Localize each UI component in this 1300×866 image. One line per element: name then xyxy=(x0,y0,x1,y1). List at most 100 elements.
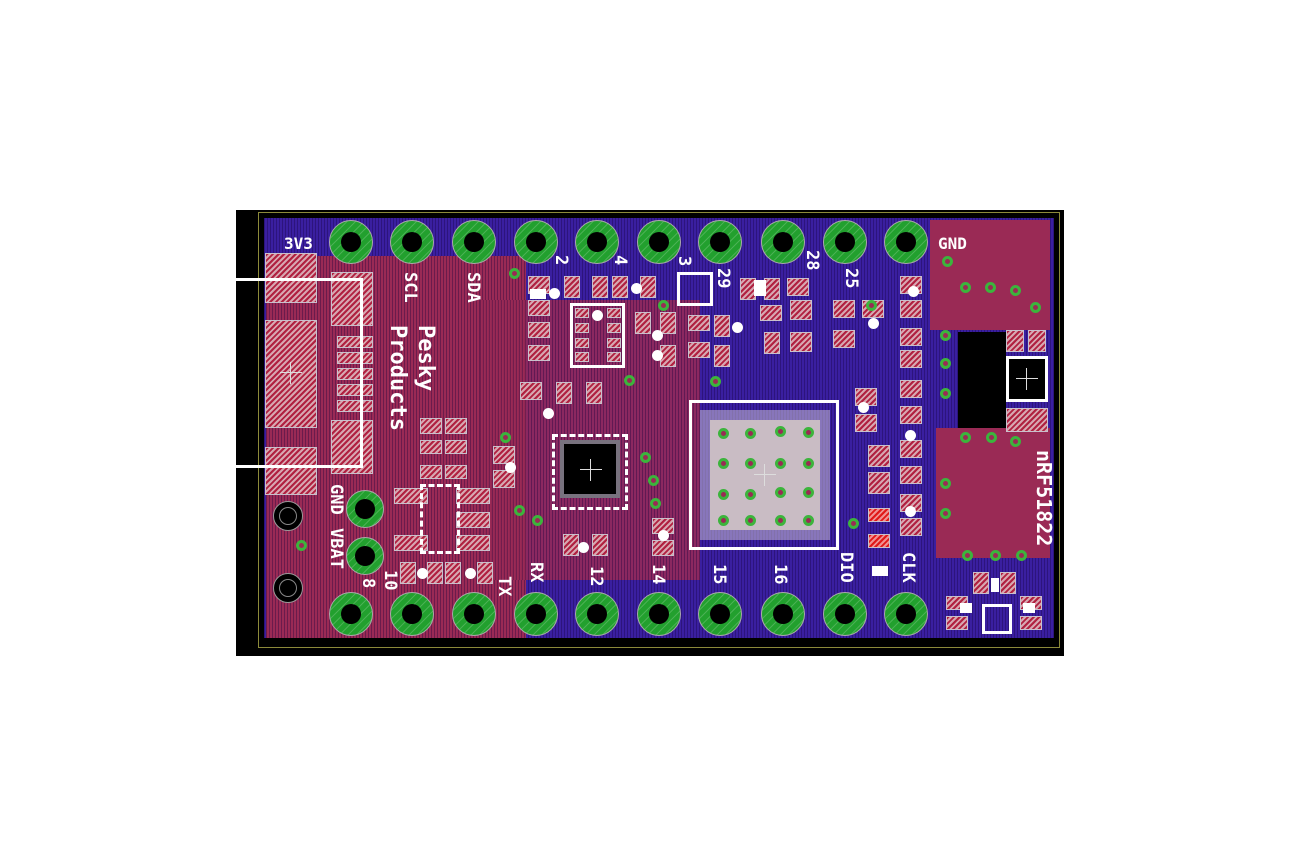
passive-pad xyxy=(855,414,877,432)
thermal-via xyxy=(803,515,814,526)
small-ic-pin xyxy=(607,323,621,333)
passive-pad xyxy=(790,332,812,352)
thermal-via xyxy=(775,426,786,437)
passive-pad xyxy=(493,446,515,464)
passive-pad xyxy=(528,322,550,338)
header-pin-14[interactable] xyxy=(637,592,681,636)
header-pin-29[interactable] xyxy=(761,220,805,264)
passive-pad xyxy=(688,342,710,358)
via xyxy=(532,515,543,526)
passive-pad xyxy=(400,562,416,584)
small-ic-pin xyxy=(607,352,621,362)
crystal-outline xyxy=(677,272,713,306)
pin1-marker xyxy=(543,408,554,419)
usb-connector-outline xyxy=(230,278,363,468)
passive-pad xyxy=(563,534,579,556)
label-12: 12 xyxy=(586,566,606,587)
via xyxy=(990,550,1001,561)
regulator-pad xyxy=(456,512,490,528)
polarity-mark xyxy=(754,280,766,296)
crystal-32k-outline xyxy=(982,604,1012,634)
label-tx: TX xyxy=(494,576,514,597)
via xyxy=(942,256,953,267)
header-pin-clk[interactable] xyxy=(884,592,928,636)
passive-pad xyxy=(787,278,809,296)
via xyxy=(624,375,635,386)
nrf51822-center-mark xyxy=(754,464,794,504)
thermal-via xyxy=(745,515,756,526)
header-pin-rx[interactable] xyxy=(514,592,558,636)
passive-pad xyxy=(900,380,922,398)
label-8: 8 xyxy=(358,578,378,589)
thermal-via xyxy=(745,428,756,439)
header-pin-8[interactable] xyxy=(329,592,373,636)
passive-pad xyxy=(564,276,580,298)
header-pin-scl[interactable] xyxy=(390,220,434,264)
polarity-mark xyxy=(960,603,972,613)
nrf51822-pad-ring xyxy=(700,410,830,540)
passive-pad xyxy=(764,278,780,300)
header-pin-3[interactable] xyxy=(698,220,742,264)
label-2: 2 xyxy=(551,255,571,266)
header-pin-10[interactable] xyxy=(390,592,434,636)
pin1-marker xyxy=(858,402,869,413)
mounting-hole-1 xyxy=(273,501,303,531)
passive-pad xyxy=(556,382,572,404)
via xyxy=(940,388,951,399)
header-pin-28[interactable] xyxy=(823,220,867,264)
via xyxy=(986,432,997,443)
ground-plane-lower-right xyxy=(936,428,1050,558)
via xyxy=(940,478,951,489)
crystal-32k-pad xyxy=(1000,572,1016,594)
label-3v3: 3V3 xyxy=(284,234,313,253)
via xyxy=(650,498,661,509)
regulator-pad xyxy=(394,535,428,551)
led-pad xyxy=(868,534,890,548)
battery-pin-vbat[interactable] xyxy=(346,537,384,575)
header-pin-16[interactable] xyxy=(761,592,805,636)
header-pin-sda[interactable] xyxy=(452,220,496,264)
polarity-mark xyxy=(1023,603,1035,613)
header-pin-2[interactable] xyxy=(575,220,619,264)
header-pin-4[interactable] xyxy=(637,220,681,264)
label-28: 28 xyxy=(802,250,822,271)
antenna-keepout xyxy=(958,332,1006,428)
header-pin-3v3[interactable] xyxy=(329,220,373,264)
passive-pad xyxy=(640,276,656,298)
via xyxy=(960,432,971,443)
header-pin-tx[interactable] xyxy=(452,592,496,636)
thermal-via xyxy=(803,458,814,469)
thermal-via xyxy=(745,458,756,469)
via xyxy=(514,505,525,516)
crystal-32k-pad xyxy=(1020,616,1042,630)
passive-pad xyxy=(833,330,855,348)
header-pin-15[interactable] xyxy=(698,592,742,636)
antenna-center-mark xyxy=(1016,368,1038,390)
via xyxy=(500,432,511,443)
small-ic-pin xyxy=(575,338,589,348)
passive-pad xyxy=(760,305,782,321)
header-pin-12[interactable] xyxy=(575,592,619,636)
passive-pad xyxy=(520,382,542,400)
label-gnd-battery: GND xyxy=(326,484,346,515)
via xyxy=(985,282,996,293)
crystal-32k-pad xyxy=(946,616,968,630)
small-ic-pin xyxy=(607,308,621,318)
via xyxy=(848,518,859,529)
label-25: 25 xyxy=(841,268,861,289)
battery-pin-gnd[interactable] xyxy=(346,490,384,528)
usb-signal-2 xyxy=(337,352,373,364)
passive-pad xyxy=(445,440,467,454)
passive-pad xyxy=(586,382,602,404)
pin1-marker xyxy=(592,310,603,321)
passive-pad xyxy=(660,312,676,334)
passive-pad xyxy=(714,345,730,367)
label-dio: DIO xyxy=(836,552,856,583)
small-ic-pin xyxy=(607,338,621,348)
antenna-match-pad xyxy=(1006,330,1024,352)
passive-pad xyxy=(900,466,922,484)
header-pin-top-4[interactable] xyxy=(514,220,558,264)
header-pin-dio[interactable] xyxy=(823,592,867,636)
header-pin-gnd-top[interactable] xyxy=(884,220,928,264)
passive-pad xyxy=(900,350,922,368)
